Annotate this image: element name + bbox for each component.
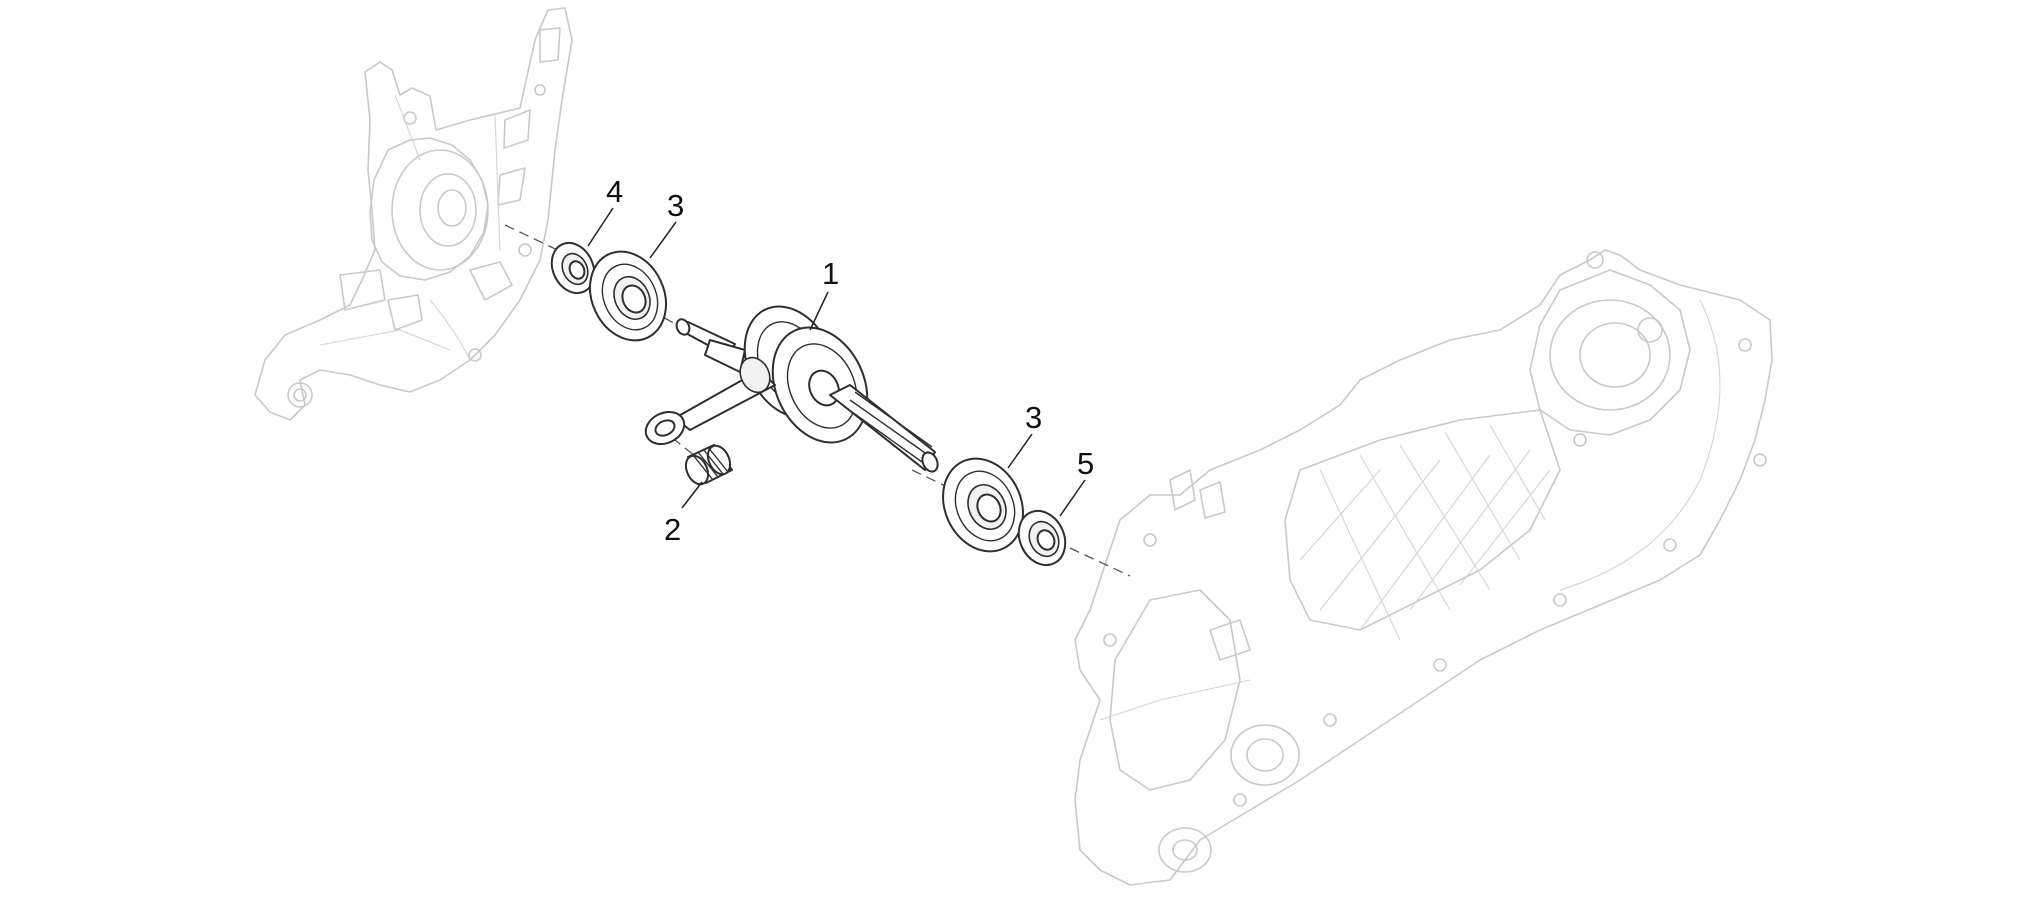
leader-line-4	[587, 207, 614, 247]
part-3-ball-bearing-left	[589, 250, 667, 342]
part-2-needle-roller-bearing	[684, 444, 733, 486]
leader-line-5	[1059, 479, 1086, 517]
leader-line-2	[681, 481, 703, 509]
left-crankcase-half	[254, 7, 573, 421]
leader-line-1	[809, 291, 829, 331]
callout-labels: 1 2 3 3 4 5	[606, 174, 1094, 547]
callout-4: 4	[606, 174, 623, 209]
callout-3-left: 3	[667, 188, 684, 223]
callout-5: 5	[1077, 446, 1094, 481]
part-3-ball-bearing-right	[942, 457, 1024, 553]
part-1-crankshaft	[644, 305, 939, 473]
part-5-oil-seal-right	[1017, 509, 1067, 567]
callout-2: 2	[664, 512, 681, 547]
callout-leader-lines	[587, 207, 1086, 517]
leader-line-3-left	[649, 221, 677, 259]
part-4-oil-seal-left	[550, 241, 596, 295]
right-crankcase-half	[1074, 249, 1773, 886]
callout-1: 1	[822, 256, 839, 291]
leader-line-3-right	[1007, 433, 1033, 469]
callout-3-right: 3	[1025, 400, 1042, 435]
